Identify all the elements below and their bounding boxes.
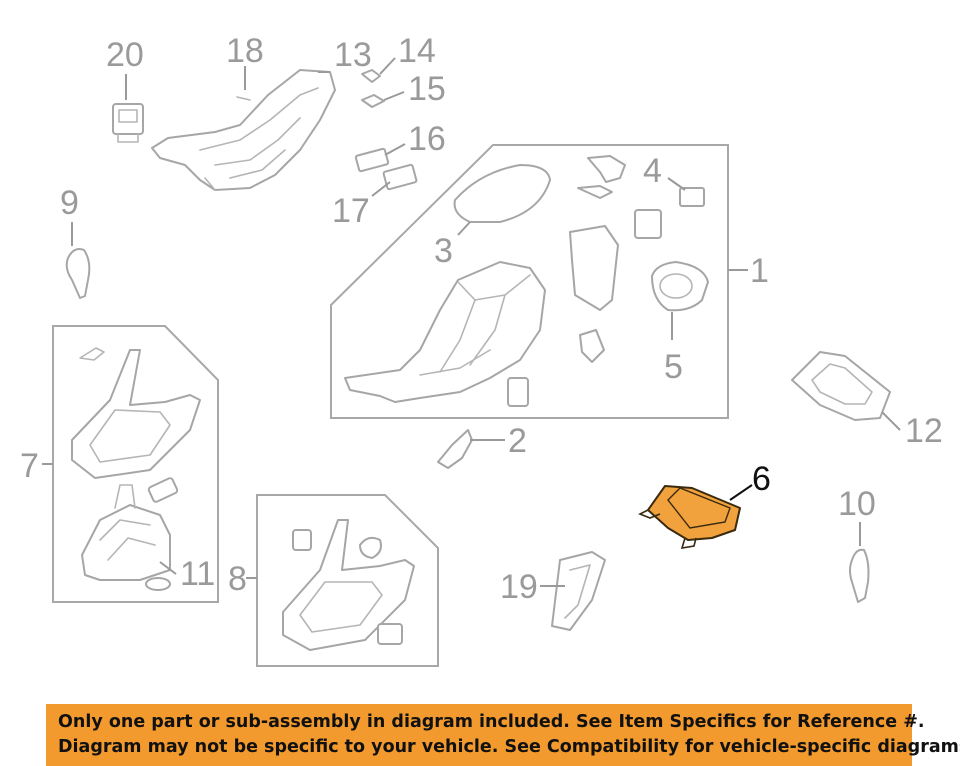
callout-10: 10 <box>838 485 876 523</box>
part-4-clip <box>679 187 705 207</box>
part-1-pad <box>507 377 529 407</box>
part-2-bracket <box>437 429 473 469</box>
part-17-switch <box>382 163 418 191</box>
callout-17: 17 <box>332 192 370 230</box>
part-1-trim-panel <box>569 225 619 311</box>
part-15-clip <box>361 94 385 108</box>
callout-2: 2 <box>508 422 527 460</box>
parts-diagram: 1 2 3 4 5 6 7 8 9 10 11 12 13 14 15 16 1… <box>20 32 943 667</box>
disclaimer-line-2: Diagram may not be specific to your vehi… <box>58 737 960 757</box>
disclaimer-line-1: Only one part or sub-assembly in diagram… <box>58 712 925 732</box>
part-3-armrest-lid <box>453 164 551 223</box>
callout-1: 1 <box>750 252 769 290</box>
disclaimer-banner: Only one part or sub-assembly in diagram… <box>46 704 960 766</box>
part-1-block <box>634 209 662 239</box>
callout-15: 15 <box>408 70 446 108</box>
part-16-switch <box>354 147 390 173</box>
part-10-knob <box>849 548 870 603</box>
part-1-bracket <box>587 155 626 183</box>
part-1-clip-a <box>577 185 613 199</box>
part-19-bracket <box>551 551 606 631</box>
callout-8: 8 <box>228 560 247 598</box>
part-14-clip <box>361 69 381 83</box>
callout-9: 9 <box>60 184 79 222</box>
part-9-knob <box>65 248 91 299</box>
callout-3: 3 <box>434 232 453 270</box>
leader-17 <box>371 181 391 197</box>
leader-6 <box>729 484 753 501</box>
part-1-clip-b <box>579 329 605 363</box>
callout-6: 6 <box>752 460 771 498</box>
callout-18: 18 <box>226 32 264 70</box>
callout-7: 7 <box>20 447 39 485</box>
leader-16 <box>384 143 406 156</box>
leader-3 <box>457 221 471 236</box>
callout-13: 13 <box>334 36 372 74</box>
callout-16: 16 <box>408 120 446 158</box>
frame-shift-bezel-8 <box>256 494 439 667</box>
part-6-tray-highlighted <box>638 485 741 550</box>
part-12-boot-plate <box>791 351 891 421</box>
part-7-insert <box>147 477 179 503</box>
callout-11: 11 <box>180 555 215 593</box>
frame-console-assembly <box>330 144 729 419</box>
part-5-cupholder <box>651 261 709 312</box>
part-8-shift-bezel <box>282 519 415 651</box>
part-18-clip <box>236 96 251 101</box>
callout-12: 12 <box>905 412 943 450</box>
leader-12 <box>881 411 901 431</box>
frame-shift-bezel-7 <box>52 325 219 603</box>
leader-14 <box>379 57 396 75</box>
part-11-clip <box>145 577 171 591</box>
part-20-switch <box>112 103 144 143</box>
part-11-shift-boot <box>81 484 171 581</box>
part-13-console-upper <box>151 69 336 191</box>
callout-20: 20 <box>106 36 144 74</box>
leader-11 <box>159 561 177 575</box>
callout-4: 4 <box>643 152 662 190</box>
leader-15 <box>383 91 405 101</box>
part-7-shift-bezel <box>71 347 201 479</box>
part-1-console-body <box>344 261 546 403</box>
callout-19: 19 <box>500 568 538 606</box>
callout-5: 5 <box>664 348 683 386</box>
callout-14: 14 <box>398 32 436 70</box>
leader-4 <box>667 177 686 191</box>
